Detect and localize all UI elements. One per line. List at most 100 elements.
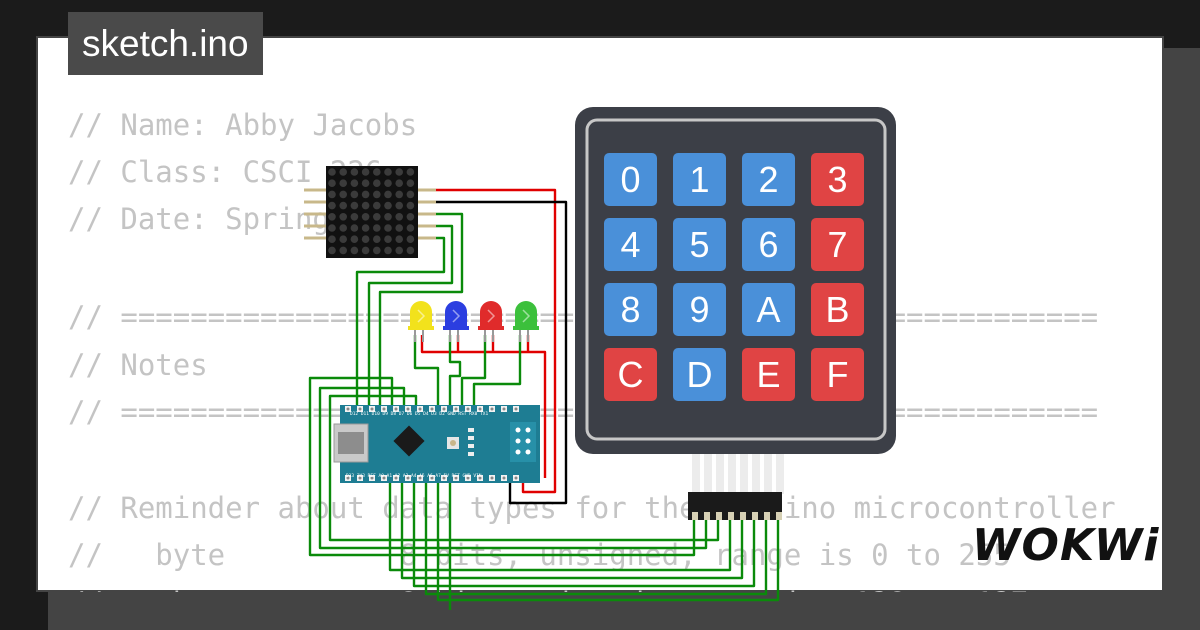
wire-kp7 [424,478,768,596]
keypad-key-D[interactable]: D [673,348,726,401]
keypad-key-8[interactable]: 8 [604,283,657,336]
ribbon-strand [752,454,760,494]
matrix-dot [328,213,336,221]
ribbon-pin [704,512,710,520]
keypad-key-label: 9 [689,289,709,330]
wire-led3-sig [460,335,487,409]
matrix-dot [384,213,392,221]
keypad-key-B[interactable]: B [811,283,864,336]
keypad-key-2[interactable]: 2 [742,153,795,206]
wire-cs [367,224,454,409]
matrix-dot [350,190,359,199]
matrix-dot [406,246,415,255]
arduino-nano: D12 D11 D10 D9 D8 D7 D6 D5 D4 D3 D2 GND … [333,405,540,483]
ribbon-strand [716,454,724,494]
matrix-dot [328,190,336,199]
matrix-dot [395,190,404,199]
matrix-dot [406,224,415,232]
ribbon-pin [692,512,698,520]
svg-text:D12 D11 D10 D9 D8 D7 D6 D5 D4: D12 D11 D10 D9 D8 D7 D6 D5 D4 D3 D2 GND … [350,411,488,417]
wire-led-rail [420,335,547,478]
led-1 [408,301,434,342]
wire-din [378,212,464,409]
ribbon-strand [776,454,784,494]
keypad-key-label: D [687,354,713,395]
keypad-key-label: 7 [827,224,847,265]
matrix-dot [384,235,392,243]
matrix-dot [328,246,336,255]
wire-kp2 [318,386,708,550]
keypad-key-label: 1 [689,159,709,200]
matrix-dot [339,235,348,243]
keypad-key-5[interactable]: 5 [673,218,726,271]
keypad-key-F[interactable]: F [811,348,864,401]
keypad-key-label: 8 [620,289,640,330]
svg-text:D13 3V3 REF A0 A1 A2 A3 A4 A5: D13 3V3 REF A0 A1 A2 A3 A4 A5 A6 A7 5V R… [346,473,482,479]
matrix-dot [350,168,359,176]
keypad-key-label: 2 [758,159,778,200]
keypad-key-A[interactable]: A [742,283,795,336]
matrix-dot [328,168,336,176]
keypad-key-label: 3 [827,159,847,200]
keypad-key-1[interactable]: 1 [673,153,726,206]
keypad-key-label: E [756,354,780,395]
keypad-key-7[interactable]: 7 [811,218,864,271]
matrix-dot [339,224,348,232]
sketch-filename-tab[interactable]: sketch.ino [68,12,263,75]
wire-gnd [418,200,568,505]
keypad-key-label: 4 [620,224,640,265]
matrix-dot [384,246,392,255]
ribbon-pin [752,512,758,520]
ribbon-strand [740,454,748,494]
matrix-dot [373,213,381,221]
keypad-key-E[interactable]: E [742,348,795,401]
matrix-dot [406,168,415,176]
keypad-key-9[interactable]: 9 [673,283,726,336]
ribbon-strand [692,454,700,494]
matrix-dot [339,190,348,199]
matrix-dot [395,224,404,232]
matrix-dot [361,201,370,210]
matrix-dot [339,179,348,187]
matrix-dot [361,246,370,255]
matrix-dot [339,201,348,210]
matrix-dot [406,179,415,187]
matrix-dot [384,168,392,176]
led-4 [513,301,539,342]
matrix-dot [384,201,392,210]
ribbon-strand [764,454,772,494]
matrix-dot [350,246,359,255]
keypad-key-4[interactable]: 4 [604,218,657,271]
led-3 [478,301,504,342]
matrix-dot [361,168,370,176]
matrix-dot [373,201,381,210]
matrix-dot [350,224,359,232]
wire-kp3 [328,394,720,542]
matrix-dot [361,213,370,221]
ribbon-pin [740,512,746,520]
keypad-key-label: F [827,354,849,395]
matrix-dot [373,235,381,243]
wokwi-logo: WOKWi [972,520,1160,571]
matrix-dot [361,179,370,187]
matrix-dot [328,235,336,243]
ribbon-pin [728,512,734,520]
matrix-dot [339,246,348,255]
ribbon-strand [704,454,712,494]
matrix-dot [328,179,336,187]
matrix-dot [373,179,381,187]
ribbon-pin [764,512,770,520]
keypad-key-3[interactable]: 3 [811,153,864,206]
keypad-key-label: 6 [758,224,778,265]
matrix-dot [384,224,392,232]
led-matrix [304,166,436,258]
keypad-key-0[interactable]: 0 [604,153,657,206]
matrix-dot [373,224,381,232]
keypad-key-C[interactable]: C [604,348,657,401]
code-line-1: // Name: Abby Jacobs [68,108,418,142]
keypad-key-6[interactable]: 6 [742,218,795,271]
keypad-key-label: A [756,289,780,330]
wire-led4-sig [472,335,522,409]
